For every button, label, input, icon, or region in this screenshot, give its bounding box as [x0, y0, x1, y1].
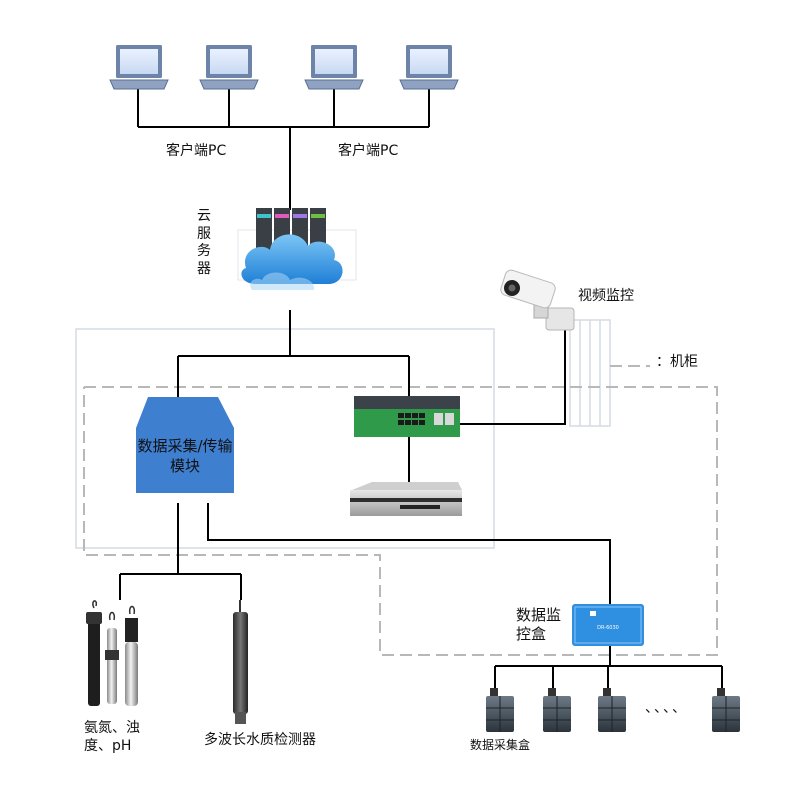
- cctv-camera-icon: [500, 269, 575, 331]
- ammonia-turbidity-ph-sensors-icon: [86, 600, 138, 706]
- cloud-server-icon: [237, 208, 357, 290]
- cabinet-legend-label: ：机柜: [656, 354, 698, 370]
- poe-switch-icon: [354, 396, 460, 437]
- video-monitor-label: 视频监控: [578, 288, 634, 304]
- nvr-recorder-icon: [350, 482, 462, 516]
- laptop-icon-2: [199, 45, 259, 90]
- laptop-icon-3: [304, 45, 364, 90]
- collection-box-icon-2: [543, 688, 571, 732]
- monitor-box-model-text: DR-6030: [597, 625, 619, 631]
- client-pc-label-right: 客户端PC: [338, 143, 399, 159]
- data-monitor-box-icon: DR-6030: [572, 604, 644, 646]
- collection-box-icon-4: [712, 688, 740, 732]
- laptop-icon-1: [109, 45, 169, 90]
- ellipsis-label: 、、、、: [645, 700, 688, 716]
- collection-box-icon-1: [486, 688, 514, 732]
- acquisition-module-label: 数据采集/传输模块: [137, 437, 233, 476]
- multiwave-detector-label: 多波长水质检测器: [204, 732, 316, 748]
- ammonia-sensors-label: 氨氮、浊度、pH: [84, 720, 140, 754]
- collection-box-label: 数据采集盒: [470, 738, 531, 752]
- cabinet-frame: [75, 319, 611, 549]
- dashed-enclosure: [83, 365, 718, 656]
- connection-lines: [119, 88, 723, 688]
- acquisition-module-shape: [136, 397, 234, 493]
- client-pc-label-left: 客户端PC: [166, 143, 227, 159]
- cloud-server-label: 云服务器: [197, 208, 211, 277]
- collection-box-icon-3: [598, 688, 626, 732]
- monitor-box-label: 数据监控盒: [516, 606, 562, 643]
- laptop-icon-4: [399, 45, 459, 90]
- multiwave-detector-icon: [233, 600, 248, 724]
